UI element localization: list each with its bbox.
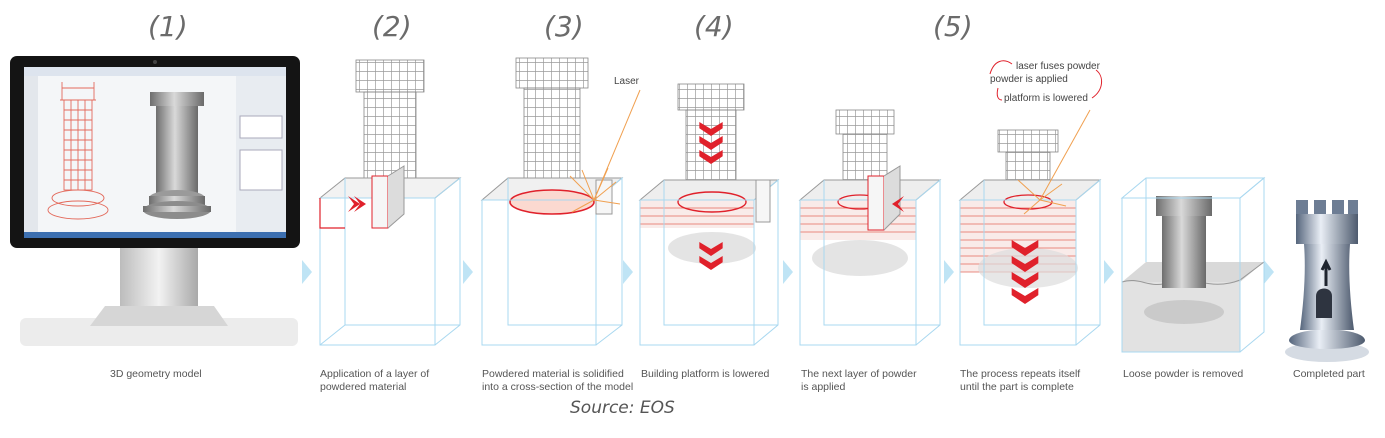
caption-solidified: Powdered material is solidified into a c… — [482, 368, 634, 393]
shaded-tower-model — [143, 92, 211, 219]
step-powder-removed — [1120, 176, 1266, 353]
step-number-3: (3) — [544, 10, 584, 43]
caption-layer-application: Application of a layer of powdered mater… — [320, 368, 430, 393]
completed-part-tower — [1285, 200, 1369, 362]
caption-powder-removed: Loose powder is removed — [1123, 368, 1244, 380]
laser-label: Laser — [614, 76, 640, 87]
step5-next-layer — [798, 109, 942, 346]
cycle-label-powder-applied: powder is applied — [990, 74, 1068, 85]
cycle-label-platform-lowered: platform is lowered — [1004, 93, 1088, 104]
cycle-arrow-icon — [989, 60, 1013, 75]
wireframe-tower-red — [47, 82, 109, 220]
caption-platform-lowered: Building platform is lowered — [641, 368, 770, 380]
step-number-1: (1) — [148, 10, 188, 43]
flow-arrows — [302, 260, 1274, 284]
step3-solidify: Laser — [480, 57, 641, 346]
caption-process-repeats: The process repeats itself until the par… — [960, 368, 1081, 393]
step5-repeat-process: laser fuses powder powder is applied pla… — [958, 60, 1102, 346]
monitor — [10, 56, 300, 346]
caption-completed-part: Completed part — [1293, 368, 1365, 380]
step-number-2: (2) — [372, 10, 412, 43]
source-credit: Source: EOS — [570, 398, 675, 418]
caption-next-layer: The next layer of powder is applied — [801, 368, 917, 393]
step-number-5: (5) — [933, 10, 973, 43]
step4-platform-lowered — [638, 83, 780, 346]
step-number-4: (4) — [694, 10, 734, 43]
caption-3d-model: 3D geometry model — [110, 368, 202, 380]
step2-layer-application — [318, 59, 462, 346]
cycle-label-laser-fuses: laser fuses powder — [1016, 61, 1101, 72]
